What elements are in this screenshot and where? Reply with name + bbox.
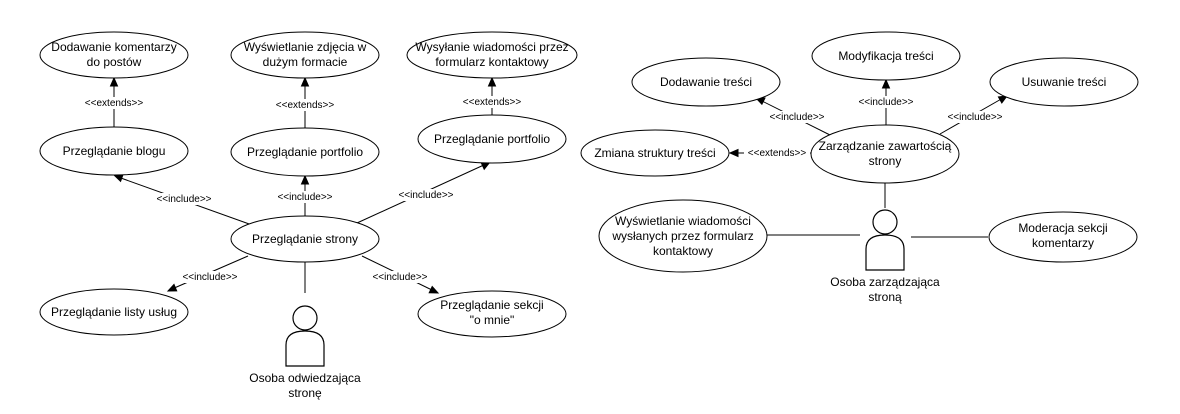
use-case-label: kontaktowy xyxy=(653,244,713,258)
relation-label-include: <<include>> xyxy=(372,272,427,283)
arrowhead xyxy=(109,76,119,87)
relation-label-include: <<include>> xyxy=(769,112,824,123)
arrowhead xyxy=(300,174,310,185)
left-relation-labels: <<extends>> <<extends>> <<extends>> <<in… xyxy=(84,96,522,283)
use-case-browse-portfolio-1: Przeglądanie portfolio xyxy=(230,127,380,177)
relation-label-extends: <<extends>> xyxy=(463,97,522,108)
arrowhead xyxy=(997,95,1009,104)
use-case-manage-content: Zarządzanie zawartością strony xyxy=(810,124,960,184)
actor-label: Osoba odwiedzająca xyxy=(249,371,361,385)
relation-label-include: <<include>> xyxy=(156,194,211,205)
use-case-label: Przeglądanie blogu xyxy=(63,144,166,158)
actor-label: Osoba zarządzająca xyxy=(830,275,940,289)
use-case-label: Przeglądanie sekcji xyxy=(440,298,543,312)
use-case-label: wysłanych przez formularz xyxy=(611,229,753,243)
right-relation-labels: <<include>> <<include>> <<include>> <<ex… xyxy=(744,96,1006,159)
use-case-label: Przeglądanie listy usług xyxy=(51,305,177,319)
use-case-label: do postów xyxy=(87,55,142,69)
arrowhead xyxy=(728,148,739,158)
use-case-label: dużym formacie xyxy=(263,55,348,69)
actor-visitor: Osoba odwiedzająca stronę xyxy=(249,305,361,400)
use-case-label: Przeglądanie strony xyxy=(252,232,358,246)
arrowhead xyxy=(112,174,124,183)
use-case-browse-portfolio-2: Przeglądanie portfolio xyxy=(417,114,567,164)
arrowhead xyxy=(881,78,891,89)
use-case-delete-content: Usuwanie treści xyxy=(989,57,1139,107)
use-case-add-content: Dodawanie treści xyxy=(631,57,781,107)
use-case-label: Zmiana struktury treści xyxy=(594,146,715,160)
use-case-label: Wysyłanie wiadomości przez xyxy=(415,40,568,54)
arrowhead xyxy=(487,76,497,87)
actor-icon xyxy=(865,209,905,271)
use-case-label: "o mnie" xyxy=(470,313,515,327)
use-case-label: Moderacja sekcji xyxy=(1018,221,1107,235)
use-case-label: komentarzy xyxy=(1032,236,1094,250)
use-case-browse-blog: Przeglądanie blogu xyxy=(39,126,189,176)
use-case-label: Wyświetlanie wiadomości xyxy=(615,214,751,228)
use-case-label: strony xyxy=(869,154,902,168)
use-case-label: Dodawanie treści xyxy=(660,75,752,89)
arrowhead xyxy=(166,283,178,292)
use-case-label: Przeglądanie portfolio xyxy=(434,132,550,146)
relation-label-include: <<include>> xyxy=(947,112,1002,123)
use-case-browse-about: Przeglądanie sekcji "o mnie" xyxy=(417,290,567,338)
use-case-label: Wyświetlanie zdjęcia w xyxy=(244,40,367,54)
actor-manager: Osoba zarządzająca stroną xyxy=(830,209,940,304)
use-case-moderate-comments: Moderacja sekcji komentarzy xyxy=(988,211,1138,263)
use-case-browse-site: Przeglądanie strony xyxy=(230,215,380,263)
actor-label: stronę xyxy=(288,386,322,400)
relation-label-extends: <<extends>> xyxy=(85,98,144,109)
arrowhead xyxy=(300,76,310,87)
use-case-label: Przeglądanie portfolio xyxy=(247,145,363,159)
use-case-browse-services: Przeglądanie listy usług xyxy=(39,288,189,336)
use-case-label: formularz kontaktowy xyxy=(435,55,548,69)
use-case-send-contact-message: Wysyłanie wiadomości przez formularz kon… xyxy=(406,31,578,79)
use-case-label: Usuwanie treści xyxy=(1022,75,1107,89)
actor-label: stroną xyxy=(868,290,902,304)
use-case-change-structure: Zmiana struktury treści xyxy=(580,129,730,177)
relation-label-extends: <<extends>> xyxy=(276,100,335,111)
use-case-modify-content: Modyfikacja treści xyxy=(811,31,961,81)
use-case-add-comments: Dodawanie komentarzy do postów xyxy=(39,31,189,79)
arrowhead xyxy=(428,285,440,294)
relation-label-include: <<include>> xyxy=(182,272,237,283)
use-case-label: Modyfikacja treści xyxy=(838,49,933,63)
relation-label-include: <<include>> xyxy=(398,190,453,201)
relation-label-include: <<include>> xyxy=(277,192,332,203)
use-case-view-photo-large: Wyświetlanie zdjęcia w dużym formacie xyxy=(230,31,380,79)
relation-label-extends: <<extends>> xyxy=(748,148,807,159)
relation-label-include: <<include>> xyxy=(858,97,913,108)
use-case-label: Zarządzanie zawartością xyxy=(819,139,952,153)
use-case-view-messages: Wyświetlanie wiadomości wysłanych przez … xyxy=(598,199,768,273)
left-edges xyxy=(109,76,497,294)
use-case-label: Dodawanie komentarzy xyxy=(51,40,176,54)
actor-icon xyxy=(285,305,325,367)
